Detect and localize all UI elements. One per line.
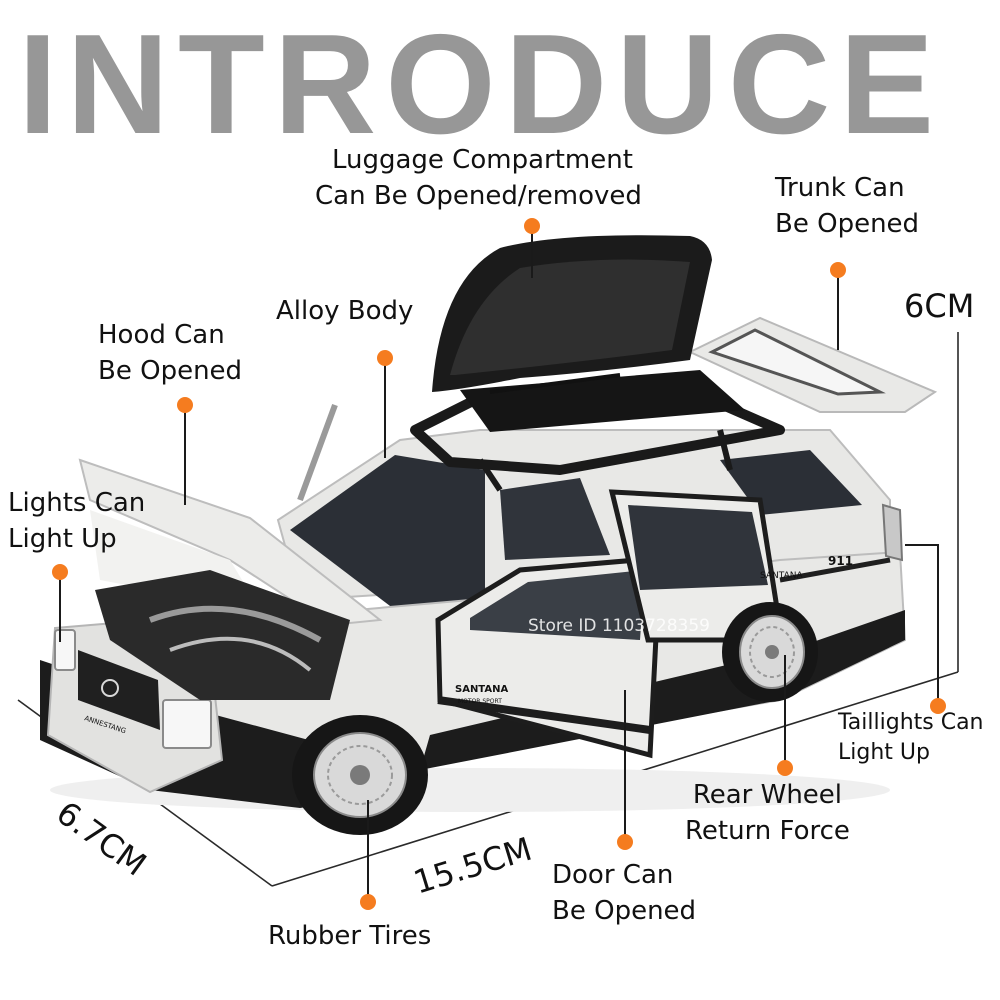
dimension-height: 6CM	[904, 287, 975, 325]
rear-logo-text: SANTANA	[760, 571, 803, 581]
label-line: Taillights Can	[838, 710, 984, 735]
dot-lights	[52, 564, 68, 580]
dot-hood	[177, 397, 193, 413]
label-line: Can Be Opened/removed	[315, 181, 642, 211]
label-line: Light Up	[838, 740, 930, 765]
label-line: Be Opened	[98, 356, 243, 386]
label-hood: Hood Can Be Opened	[98, 317, 242, 389]
rear-door	[608, 489, 785, 643]
dot-rear-wheel	[777, 760, 793, 776]
label-line: Luggage Compartment	[331, 145, 633, 175]
dot-tires	[360, 894, 376, 910]
callout-lines	[59, 226, 939, 902]
label-line: Trunk Can	[775, 173, 905, 203]
side-logo-subtext: MOTOR SPORT	[458, 698, 502, 705]
label-line: Lights Can	[8, 488, 146, 518]
label-trunk: Trunk Can Be Opened	[775, 170, 919, 242]
label-luggage-compartment: Luggage Compartment Can Be Opened/remove…	[315, 142, 642, 214]
label-line: Rear Wheel	[692, 780, 843, 810]
label-line: Door Can	[552, 860, 674, 890]
headline: INTRODUCE	[18, 5, 944, 164]
rear-hatch	[687, 316, 938, 413]
label-lights: Lights Can Light Up	[8, 485, 145, 557]
dot-luggage	[524, 218, 540, 234]
rear-wheel	[722, 602, 818, 702]
front-door	[435, 555, 663, 759]
rear-number-text: 911	[828, 554, 853, 568]
dot-alloy	[377, 350, 393, 366]
callout-dots	[52, 218, 946, 910]
front-wheel	[292, 715, 428, 835]
label-door: Door Can Be Opened	[552, 857, 696, 929]
dot-door	[617, 834, 633, 850]
roof-box	[410, 235, 785, 492]
store-watermark: Store ID 1103728359	[528, 616, 711, 636]
label-line: Be Opened	[552, 896, 697, 926]
open-hood	[78, 403, 383, 700]
dot-trunk	[830, 262, 846, 278]
label-rear-wheel: Rear Wheel Return Force	[685, 777, 850, 849]
label-line: Light Up	[8, 524, 117, 554]
label-line: Be Opened	[775, 209, 920, 239]
label-line: Hood Can	[98, 320, 225, 350]
side-logo-text: SANTANA	[455, 684, 508, 695]
label-taillights: Taillights Can Light Up	[838, 708, 984, 768]
label-alloy-body: Alloy Body	[276, 296, 414, 326]
label-line: Return Force	[685, 816, 850, 846]
dot-taillights	[930, 698, 946, 714]
label-rubber-tires: Rubber Tires	[268, 921, 432, 951]
